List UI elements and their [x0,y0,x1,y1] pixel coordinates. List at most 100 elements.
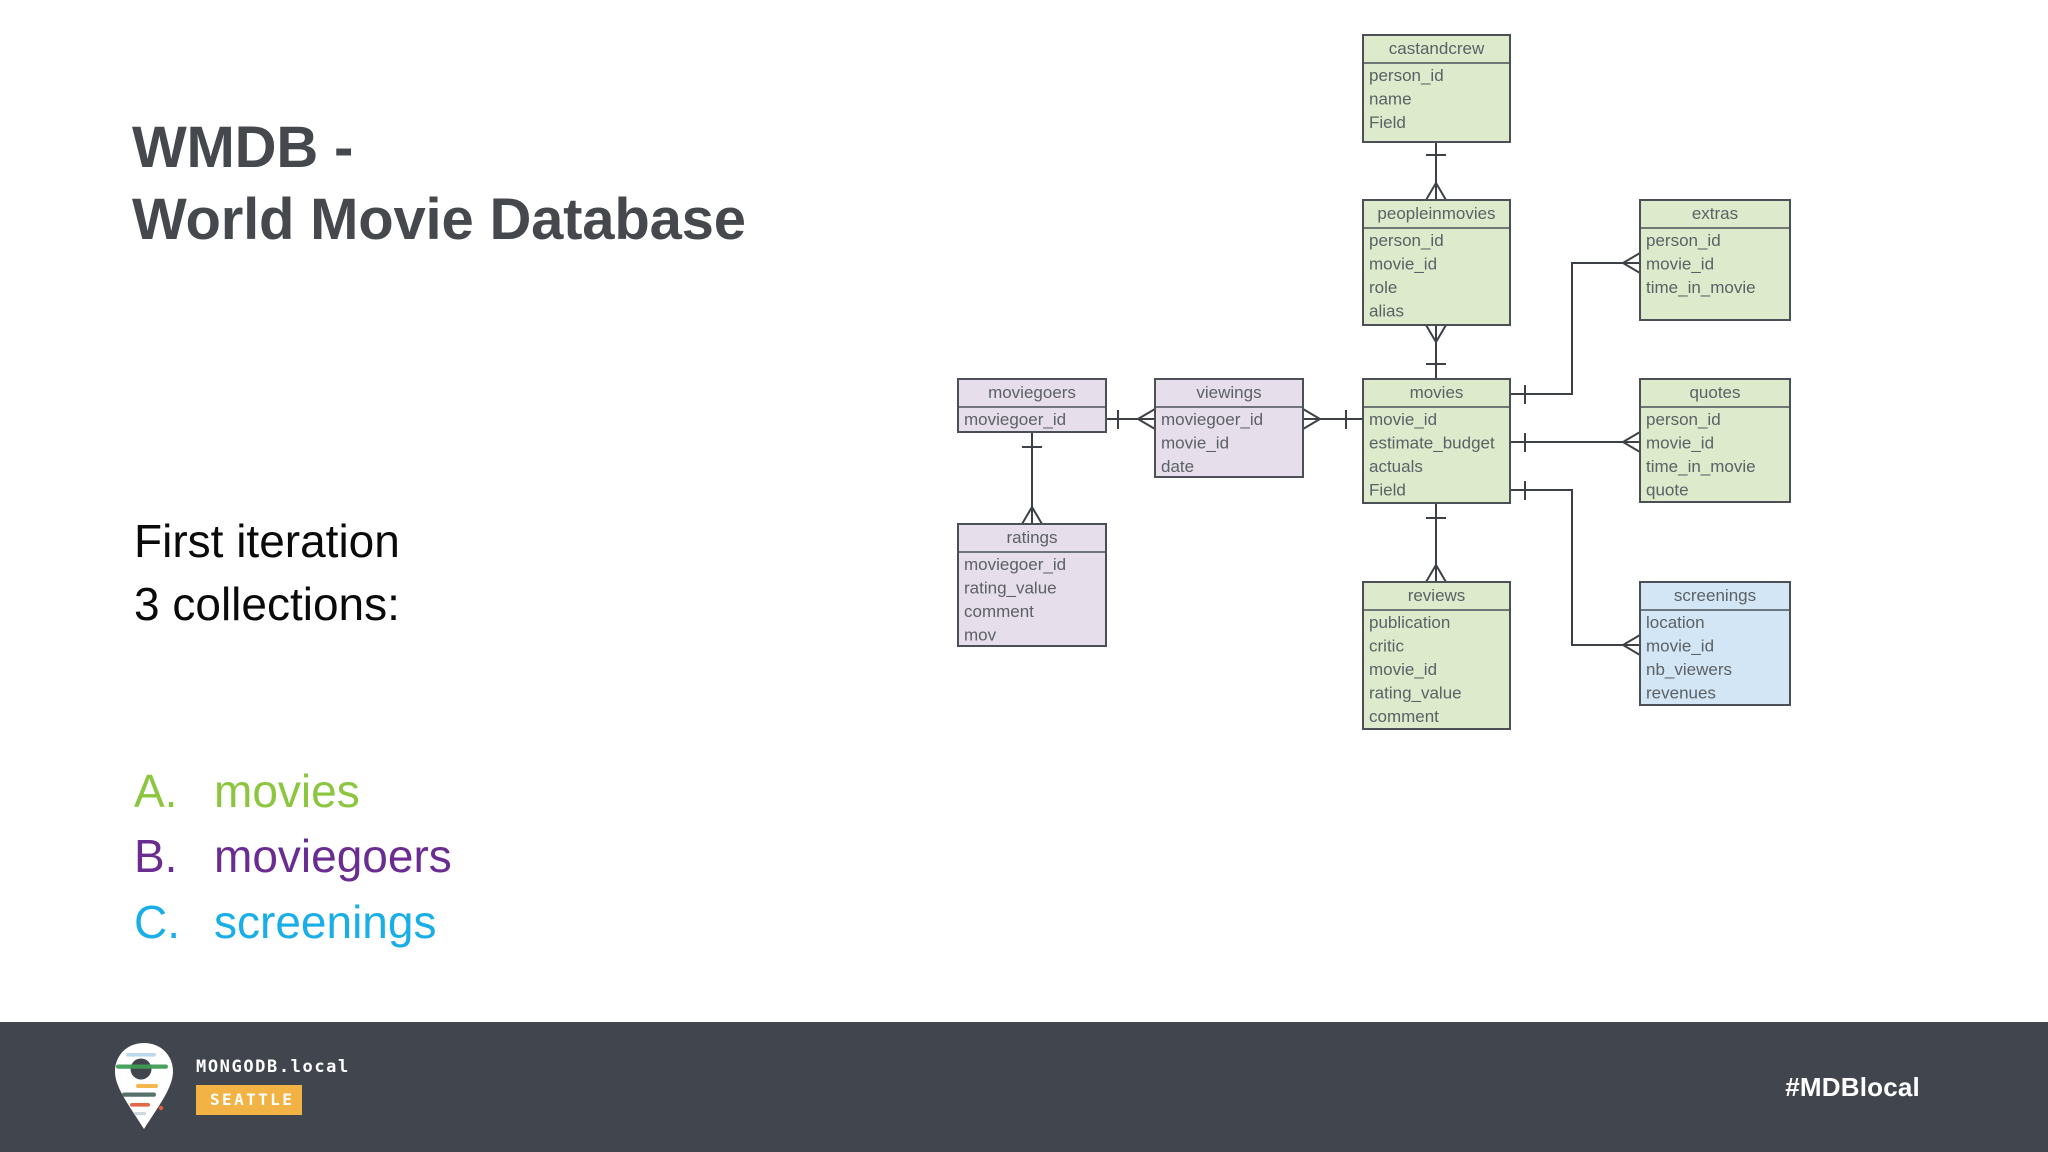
left-content-pane: WMDB - World Movie Database First iterat… [0,0,900,1022]
er-table-title: ratings [1006,528,1057,547]
er-field-movie_id: movie_id [1369,255,1437,274]
connector-movies-extras [1510,252,1641,404]
er-field-publication: publication [1369,613,1450,632]
er-table-body [1362,581,1511,730]
er-field-movie_id: movie_id [1369,660,1437,679]
er-field-moviegoer_id: moviegoer_id [1161,410,1263,429]
connector-movies-reviews [1425,503,1447,583]
connector-movies-quotes [1510,431,1641,453]
er-field-movie_id: movie_id [1646,637,1714,656]
list-marker-c: C. [134,895,180,948]
list-item-screenings: C. screenings [134,891,854,954]
list-marker-a: A. [134,765,178,817]
er-table-title: castandcrew [1389,39,1485,58]
page-title-line-1: WMDB - [132,115,354,180]
er-field-person_id: person_id [1646,231,1721,250]
footer-bar: MONGODB.local SEATTLE #MDBlocal [0,1022,2048,1152]
er-table-body [1362,34,1511,143]
er-field-alias: alias [1369,302,1404,321]
er-field-person_id: person_id [1369,231,1444,250]
collection-list: A. movies B. moviegoers C. screenings [134,760,854,956]
footer-brand: MONGODB.local SEATTLE [108,1040,350,1132]
intro-text: First iteration 3 collections: [134,510,834,637]
er-field-time_in_movie: time_in_movie [1646,457,1756,476]
er-table-body [957,378,1107,433]
er-field-time_in_movie: time_in_movie [1646,278,1756,297]
er-field-mov: mov [964,626,997,645]
er-table-movies[interactable]: movies movie_id estimate_budgetactualsFiel… [1362,378,1511,504]
mongodb-local-wordmark: MONGODB.local [196,1057,350,1077]
er-field-revenues: revenues [1646,684,1716,703]
er-field-moviegoer_id: moviegoer_id [964,555,1066,574]
intro-line-1: First iteration [134,515,400,567]
er-field-movie_id: movie_id [1646,434,1714,453]
page-title: WMDB - World Movie Database [132,112,892,256]
er-field-rating_value: rating_value [1369,684,1462,703]
er-table-title: movies [1410,383,1464,402]
er-connector-group [1021,142,1641,656]
er-table-body [1639,378,1791,503]
er-field-movie_id: movie_id [1369,410,1437,429]
mongodb-local-pin-logo-icon [115,1043,173,1129]
er-table-body [957,523,1107,647]
er-table-title: quotes [1689,383,1740,402]
er-field-person_id: person_id [1369,66,1444,85]
er-table-title: viewings [1196,383,1261,402]
er-diagram-canvas: castandcrewperson_idnameFieldpeopleinmov… [957,34,1791,730]
er-table-body [1639,581,1791,706]
er-field-critic: critic [1369,637,1404,656]
er-field-person_id: person_id [1646,410,1721,429]
er-table-moviegoers[interactable]: moviegoers moviegoer_id [957,378,1107,433]
connector-movies-screenings [1510,481,1641,656]
er-table-reviews[interactable]: reviews publication critic movie_id rating_v… [1362,581,1511,730]
er-field-estimate_budget: estimate_budget [1369,434,1495,453]
er-table-group: castandcrewperson_idnameFieldpeopleinmov… [957,34,1791,730]
er-field-quote: quote [1646,481,1689,500]
er-table-body [1154,378,1304,478]
er-field-comment: comment [964,602,1034,621]
intro-line-2: 3 collections: [134,578,400,631]
er-table-title: moviegoers [988,383,1076,402]
er-field-rating_value: rating_value [964,579,1057,598]
connector-castandcrew-peopleinmovies [1425,142,1447,201]
er-table-title: peopleinmovies [1377,204,1495,223]
connector-moviegoers-viewings [1106,408,1156,430]
list-item-movies: A. movies [134,760,854,823]
list-label-movies: movies [214,765,360,817]
er-field-nb_viewers: nb_viewers [1646,660,1732,679]
er-field-location: location [1646,613,1705,632]
list-item-moviegoers: B. moviegoers [134,825,854,888]
connector-viewings-movies [1302,408,1363,430]
er-table-title: reviews [1408,586,1466,605]
er-table-screenings[interactable]: screenings location movie_id nb_viewersreve… [1639,581,1791,706]
er-field-name: name [1369,90,1412,109]
er-field-Field: Field [1369,481,1406,500]
page-title-line-2: World Movie Database [132,186,746,252]
er-table-quotes[interactable]: quotes person_id movie_id time_in_moviequot… [1639,378,1791,503]
er-field-actuals: actuals [1369,457,1423,476]
er-field-role: role [1369,278,1397,297]
er-table-body [1362,199,1511,326]
list-label-screenings: screenings [214,895,437,948]
list-label-moviegoers: moviegoers [214,830,452,883]
er-field-date: date [1161,457,1194,476]
er-field-moviegoer_id: moviegoer_id [964,410,1066,429]
er-field-movie_id: movie_id [1161,434,1229,453]
connector-peopleinmovies-movies [1425,324,1447,379]
footer-brand-text: MONGODB.local SEATTLE [196,1057,350,1115]
list-marker-b: B. [134,830,178,883]
connector-moviegoers-ratings [1021,432,1043,525]
er-field-movie_id: movie_id [1646,255,1714,274]
event-hashtag: #MDBlocal [1785,1072,1920,1102]
er-field-Field: Field [1369,113,1406,132]
er-table-body [1639,199,1791,321]
er-table-title: screenings [1674,586,1756,605]
er-table-body [1362,378,1511,504]
